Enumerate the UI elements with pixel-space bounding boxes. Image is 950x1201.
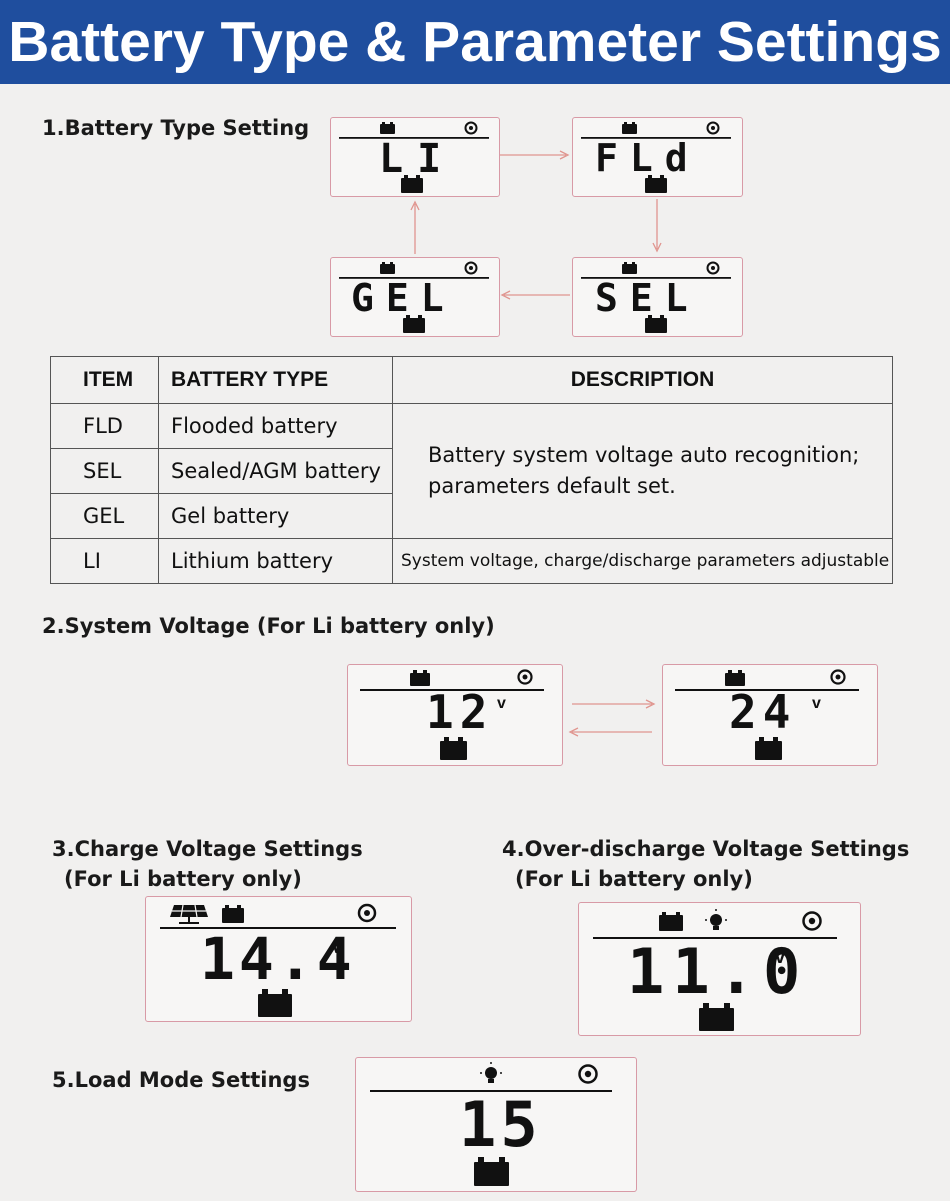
battery-icon — [474, 1157, 509, 1186]
table-cell-description: Battery system voltage auto recognition;… — [392, 403, 893, 539]
gear-icon — [830, 669, 846, 685]
lcd-overdischarge-art — [593, 909, 837, 1031]
table-row: LI Lithium battery System voltage, charg… — [50, 538, 893, 584]
arrow-voltage-toggle — [568, 699, 656, 737]
lcd-12v-art — [360, 669, 544, 760]
battery-icon — [725, 670, 745, 686]
section-load-mode-heading: 5.Load Mode Settings — [52, 1068, 310, 1092]
gear-icon — [357, 903, 377, 923]
section-charge-voltage-subheading: (For Li battery only) — [64, 867, 302, 891]
lcd-fld: FLd — [572, 117, 743, 197]
section-battery-type-heading: 1.Battery Type Setting — [42, 116, 310, 140]
lcd-gel-art — [339, 261, 489, 333]
arrow-sel-to-gel — [500, 290, 570, 300]
lcd-fld-art — [581, 121, 731, 193]
gear-icon — [802, 911, 822, 931]
volt-unit: v — [497, 695, 506, 712]
section-overdischarge-heading: 4.Over-discharge Voltage Settings — [502, 837, 910, 861]
table-cell-item: GEL — [50, 493, 159, 539]
section-overdischarge-subheading: (For Li battery only) — [515, 867, 753, 891]
battery-icon — [258, 989, 292, 1017]
lcd-24v-art — [675, 669, 859, 760]
arrow-li-to-fld — [500, 150, 570, 160]
table-row: SEL Sealed/AGM battery — [50, 448, 893, 494]
lcd-load-art — [370, 1062, 612, 1186]
table-cell-type: Flooded battery — [158, 403, 393, 449]
battery-icon — [755, 737, 782, 760]
battery-icon — [380, 262, 395, 274]
page-title: Battery Type & Parameter Settings — [8, 10, 942, 74]
arrow-gel-to-li — [410, 200, 420, 254]
arrow-fld-to-sel — [652, 199, 662, 253]
table-header: ITEM — [50, 356, 159, 404]
section-charge-voltage-heading: 3.Charge Voltage Settings — [52, 837, 363, 861]
table-cell-item: SEL — [50, 448, 159, 494]
battery-icon — [410, 670, 430, 686]
lcd-load-mode: 15 — [355, 1057, 637, 1192]
battery-icon — [401, 175, 423, 193]
bulb-icon — [480, 1062, 502, 1083]
lcd-charge-text: 14.4 — [200, 925, 356, 993]
gear-icon — [706, 261, 720, 275]
volt-unit: v — [332, 937, 343, 957]
lcd-li-text: LI — [379, 136, 456, 182]
battery-icon — [645, 175, 667, 193]
battery-icon — [222, 905, 244, 923]
battery-type-table: ITEM BATTERY TYPE DESCRIPTION FLD Floode… — [50, 356, 893, 584]
table-cell-type: Lithium battery — [158, 538, 393, 584]
battery-icon — [659, 912, 683, 931]
bulb-icon — [705, 909, 727, 930]
battery-icon — [645, 315, 667, 333]
table-header: DESCRIPTION — [392, 356, 893, 404]
battery-icon — [622, 122, 637, 134]
table-row: GEL Gel battery — [50, 493, 893, 539]
lcd-overdischarge-voltage: 11.0 v — [578, 902, 861, 1036]
lcd-gel-text: GEL — [351, 276, 456, 320]
lcd-sel: SEL — [572, 257, 743, 337]
lcd-24v-text: 24 — [729, 685, 797, 739]
gear-icon — [464, 121, 478, 135]
gear-icon — [706, 121, 720, 135]
battery-icon — [699, 1003, 734, 1031]
solar-panel-icon — [170, 904, 208, 924]
table-header: BATTERY TYPE — [158, 356, 393, 404]
title-banner: Battery Type & Parameter Settings — [0, 0, 950, 84]
lcd-overdischarge-text: 11.0 — [627, 935, 809, 1008]
battery-icon — [440, 737, 467, 760]
section-system-voltage-heading: 2.System Voltage (For Li battery only) — [42, 614, 495, 638]
gear-icon — [578, 1064, 598, 1084]
lcd-charge-art — [160, 903, 396, 1017]
lcd-li-art — [339, 121, 489, 193]
battery-icon — [380, 122, 395, 134]
lcd-fld-text: FLd — [595, 136, 700, 180]
table-row: FLD Flooded battery Battery system volta… — [50, 403, 893, 539]
gear-icon — [517, 669, 533, 685]
table-cell-item: LI — [50, 538, 159, 584]
lcd-12v: 12 v — [347, 664, 563, 766]
lcd-charge-voltage: 14.4 v — [145, 896, 412, 1022]
battery-icon — [622, 262, 637, 274]
battery-icon — [403, 315, 425, 333]
lcd-sel-text: SEL — [595, 276, 700, 320]
table-cell-type: Gel battery — [158, 493, 393, 539]
lcd-li: LI — [330, 117, 500, 197]
lcd-gel: GEL — [330, 257, 500, 337]
gear-icon — [464, 261, 478, 275]
lcd-12v-text: 12 — [426, 685, 494, 739]
lcd-sel-art — [581, 261, 731, 333]
table-cell-type: Sealed/AGM battery — [158, 448, 393, 494]
lcd-24v: 24 v — [662, 664, 878, 766]
table-cell-description: System voltage, charge/discharge paramet… — [392, 538, 893, 584]
lcd-load-text: 15 — [459, 1088, 542, 1161]
volt-unit: v — [812, 695, 821, 712]
table-header-row: ITEM BATTERY TYPE DESCRIPTION — [50, 356, 893, 404]
volt-unit: v — [775, 947, 786, 967]
table-cell-item: FLD — [50, 403, 159, 449]
